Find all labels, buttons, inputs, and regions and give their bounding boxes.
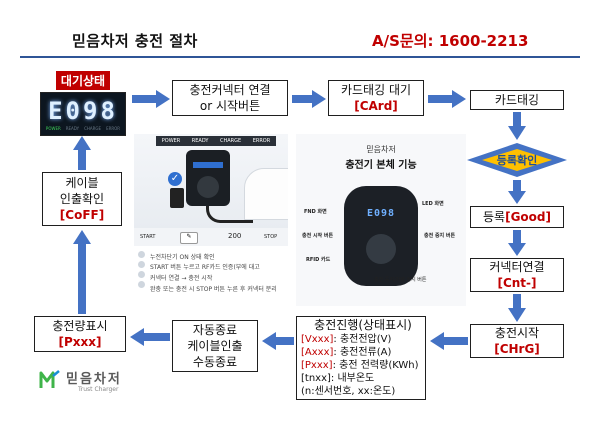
brand-logo-mark xyxy=(39,370,60,388)
charger-unit: E098 xyxy=(344,186,418,286)
standby-step: 대기상태 E098 POWER READY CHARGE ERROR xyxy=(40,70,126,136)
cable-line2: 인출확인 xyxy=(59,192,105,206)
brand-logo: 믿음차저 Trust Charger xyxy=(38,366,148,394)
standby-display: E098 POWER READY CHARGE ERROR xyxy=(40,92,126,136)
standby-label: 대기상태 xyxy=(55,71,111,90)
led-power-label: POWER xyxy=(161,138,181,144)
page-title: 믿음차저 충전 절차 xyxy=(72,32,198,50)
reg-check-label: 등록확인 xyxy=(496,154,538,167)
charging-text-2: : 충전 전력량(KWh) xyxy=(332,359,419,371)
connect-step: 충전커넥터 연결 or 시작버튼 xyxy=(172,80,288,116)
cable-code: [CoFF] xyxy=(59,208,105,222)
energy-step: 충전량표시 [Pxxx] xyxy=(34,316,126,352)
photo-right-bottom-label: 충전 중지/차량 정지 버튼 xyxy=(374,277,427,283)
card-tag-step: 카드태깅 xyxy=(470,90,564,110)
charging-text-3: : 내부온도 xyxy=(330,372,375,384)
charging-code-1: [Axxx] xyxy=(301,346,334,358)
charger-body xyxy=(186,150,230,206)
flow-stop: STOP xyxy=(264,234,278,240)
end-step: 자동종료 케이블인출 수동종료 xyxy=(172,320,258,372)
energy-code: [Pxxx] xyxy=(58,335,102,349)
charge-start-code: [CHrG] xyxy=(494,342,540,356)
standby-led-ready: READY xyxy=(65,126,80,131)
photo-right-label-fnd: FND 화면 xyxy=(304,209,327,215)
arrow-energy-cable xyxy=(73,230,91,314)
connect-line2: or 시작버튼 xyxy=(199,99,261,113)
charging-text-1: : 충전전류(A) xyxy=(333,346,392,358)
note-bullets xyxy=(138,251,146,291)
card-wait-code: [CArd] xyxy=(354,99,398,113)
product-photo-right: 믿음차저 충전기 본체 기능 E098 FND 화면 충전 시작 버튼 RFID… xyxy=(296,134,466,306)
standby-led-error: ERROR xyxy=(106,126,121,131)
arrow-end-energy xyxy=(130,328,170,346)
connector-line1: 커넥터연결 xyxy=(489,260,545,274)
phone-device xyxy=(170,188,184,208)
led-error-label: ERROR xyxy=(252,138,271,144)
charging-text-4: (n:센서번호, xx:온도) xyxy=(301,385,396,397)
charging-title: 충전진행(상태표시) xyxy=(314,317,412,332)
arrow-cardtag-regcheck xyxy=(508,112,526,140)
end-line1: 자동종료 xyxy=(192,323,238,337)
brand-logo-name: 믿음차저 xyxy=(66,372,122,387)
registered-step: 등록[Good] xyxy=(470,206,564,228)
photo-right-title-2: 충전기 본체 기능 xyxy=(345,160,417,171)
flow-card-icon: ✎ xyxy=(180,232,198,244)
standby-led-charge: CHARGE xyxy=(84,126,102,131)
card-wait-step: 카드태깅 대기 [CArd] xyxy=(328,80,424,116)
arrow-registered-connector xyxy=(508,230,526,256)
brand-logo-sub: Trust Charger xyxy=(78,386,119,393)
arrow-charging-end xyxy=(262,332,294,350)
charging-code-3: [tnxx] xyxy=(301,372,331,384)
check-icon: ✓ xyxy=(168,172,182,186)
charge-start-line1: 충전시작 xyxy=(494,326,540,340)
charging-code-0: [Vxxx] xyxy=(301,333,334,345)
arrow-connector-chargestart xyxy=(508,294,526,322)
arrow-cardwait-cardtag xyxy=(428,90,466,108)
charging-code-2: [Pxxx] xyxy=(301,359,333,371)
arrow-cable-standby xyxy=(73,136,91,170)
charging-step: 충전진행(상태표시) [Vxxx]: 충전전압(V) [Axxx]: 충전전류(… xyxy=(296,316,426,400)
product-photo-left: POWER READY CHARGE ERROR ✓ xyxy=(134,134,288,230)
led-strip: POWER READY CHARGE ERROR xyxy=(156,136,276,146)
as-contact: A/S문의: 1600-2213 xyxy=(372,32,529,50)
photo-right-label-stop: 충전 중지 버튼 xyxy=(424,233,456,239)
photo-note-3: 완충 또는 충전 시 STOP 버튼 누른 후 커넥터 분리 xyxy=(150,286,277,293)
end-line2: 케이블인출 xyxy=(187,339,243,353)
photo-right-label-rfid: RFID 카드 xyxy=(306,257,331,263)
photo-right-title-1: 믿음차저 xyxy=(366,145,396,154)
arrow-connect-cardwait xyxy=(292,90,326,108)
flow-value: 200 xyxy=(228,232,242,240)
photo-right-label-start: 충전 시작 버튼 xyxy=(302,233,334,239)
registered-line1: 등록 xyxy=(483,210,506,224)
led-charge-label: CHARGE xyxy=(220,138,242,144)
arrow-regcheck-registered xyxy=(508,180,526,204)
card-tag-line1: 카드태깅 xyxy=(494,93,540,107)
flow-start: START xyxy=(140,234,156,240)
header-divider xyxy=(20,56,580,58)
energy-line1: 충전량표시 xyxy=(52,319,108,333)
photo-right-label-led: LED 화면 xyxy=(422,201,444,207)
arrow-standby-connect xyxy=(132,90,170,108)
arrow-chargestart-charging xyxy=(430,332,468,350)
end-line3: 수동종료 xyxy=(192,355,238,369)
connect-line1: 충전커넥터 연결 xyxy=(189,83,271,97)
connector-code: [Cnt-] xyxy=(497,276,537,290)
left-flow-row: START ✎ 200 STOP xyxy=(134,228,288,246)
card-wait-line1: 카드태깅 대기 xyxy=(340,83,412,97)
registered-code: [Good] xyxy=(505,210,551,224)
led-ready-label: READY xyxy=(191,138,209,144)
reg-check-diamond xyxy=(467,143,567,177)
charger-display: E098 xyxy=(366,208,396,219)
charging-cable xyxy=(206,206,253,223)
photo-note-2: 커넥터 연결 → 충전 시작 xyxy=(150,275,213,282)
cable-step: 케이블 인출확인 [CoFF] xyxy=(42,172,122,226)
cable-line1: 케이블 xyxy=(65,176,99,190)
standby-display-text: E098 xyxy=(48,97,118,125)
charge-start-step: 충전시작 [CHrG] xyxy=(470,324,564,358)
connector-step: 커넥터연결 [Cnt-] xyxy=(470,258,564,292)
standby-led-power: POWER xyxy=(45,126,61,131)
photo-note-0: 누전차단기 ON 상태 확인 xyxy=(150,254,215,261)
charging-text-0: : 충전전압(V) xyxy=(333,333,392,345)
photo-note-1: START 버튼 누르고 RF카드 인증(부에 대고 xyxy=(150,264,260,271)
